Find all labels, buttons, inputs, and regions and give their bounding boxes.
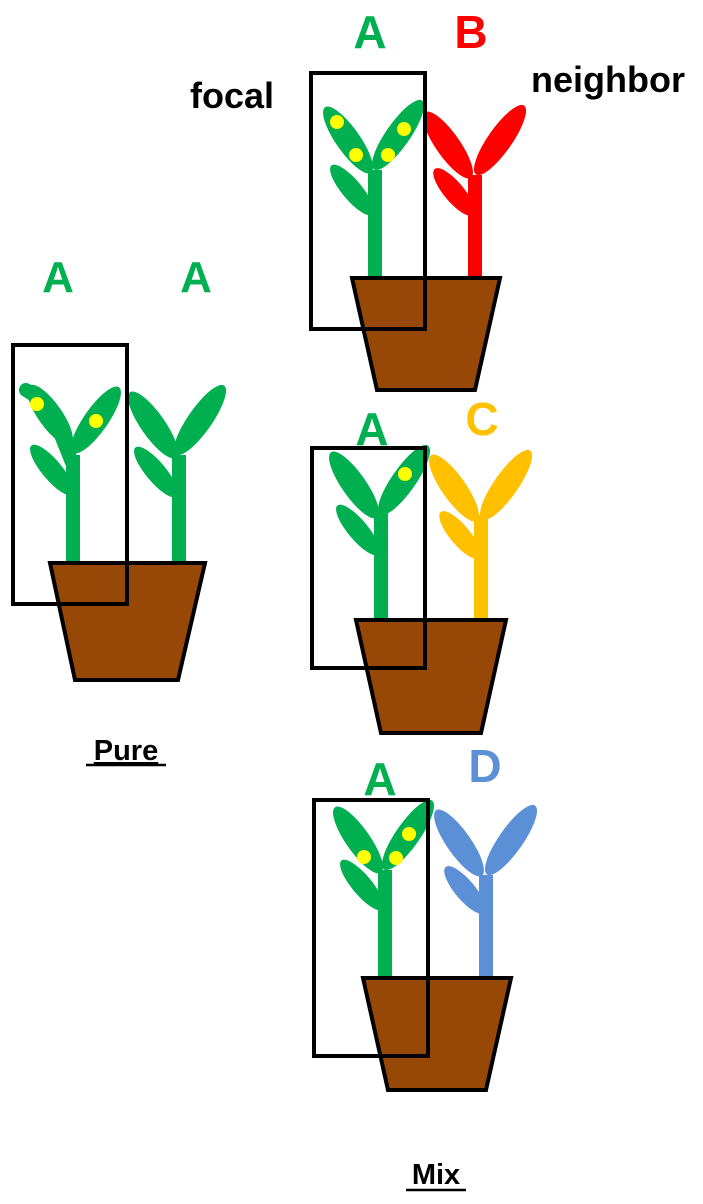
mix-3-focal-seed [402, 827, 416, 841]
mix-3-focal-plant [333, 799, 435, 980]
mix-pot-2-group: A C [310, 393, 533, 735]
mix-group-label: Mix [412, 1159, 460, 1191]
mix-3-neighbor-genotype-label: D [468, 740, 501, 792]
focal-label: focal [190, 75, 274, 116]
mix-2-focal-seed [398, 467, 412, 481]
pure-neighbor-genotype-label: A [180, 253, 212, 302]
mix-2-focal-box [310, 446, 427, 670]
pure-focal-plant [19, 383, 121, 565]
mix-1-neighbor-genotype-label: B [454, 6, 487, 58]
mix-1-focal-genotype-label: A [353, 6, 386, 58]
mix-2-neighbor-plant [429, 449, 533, 622]
mix-3-neighbor-plant [434, 804, 538, 980]
mix-3-focal-seed [389, 851, 403, 865]
mix-1-focal-seed [349, 148, 363, 162]
mix-pot-1-group: A B focal neighbor [190, 6, 685, 392]
mix-3-focal-box [312, 798, 430, 1058]
pure-focal-box [11, 343, 129, 606]
mix-1-neighbor-plant [423, 104, 527, 280]
mix-1-focal-seed [330, 115, 344, 129]
mix-1-focal-box [309, 71, 427, 331]
pure-focal-seed [89, 414, 103, 428]
mix-pot-3-group: A D Mix [312, 740, 538, 1192]
mix-2-neighbor-genotype-label: C [465, 393, 498, 445]
mix-1-focal-plant [323, 99, 425, 280]
pure-group-label: Pure [94, 735, 158, 767]
mix-1-focal-seed [381, 148, 395, 162]
neighbor-label: neighbor [531, 59, 685, 100]
pure-focal-genotype-label: A [42, 253, 74, 302]
pure-neighbor-plant [128, 384, 227, 565]
pure-pot [47, 561, 208, 682]
mix-3-focal-genotype-label: A [363, 753, 396, 805]
mix-1-focal-seed [397, 122, 411, 136]
pure-focal-seed [30, 397, 44, 411]
pure-pot-group: A A Pure [11, 253, 227, 767]
mix-1-pot [349, 276, 503, 392]
mix-2-pot [353, 618, 509, 735]
mix-3-focal-seed [357, 850, 371, 864]
mix-2-focal-plant [329, 444, 431, 622]
mix-3-pot [360, 976, 514, 1092]
